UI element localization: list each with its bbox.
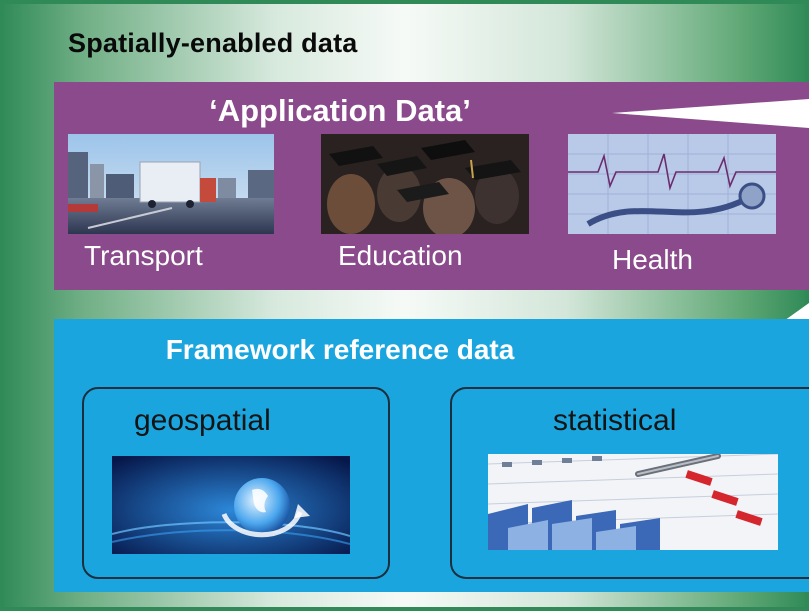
transport-label: Transport xyxy=(84,240,203,271)
health-stethoscope-photo-icon xyxy=(568,134,776,234)
framework-reference-title: Framework reference data xyxy=(165,334,515,365)
callout-pointer-top xyxy=(612,99,809,128)
slide-title: Spatially-enabled data xyxy=(68,28,358,58)
graduation-photo-icon xyxy=(321,134,529,234)
geospatial-label: geospatial xyxy=(134,404,271,437)
health-label: Health xyxy=(612,244,693,275)
statistical-label: statistical xyxy=(553,404,677,437)
globe-photo-icon xyxy=(112,456,350,554)
statistics-chart-photo-icon xyxy=(488,454,778,550)
application-data-title: ‘Application Data’ xyxy=(209,93,471,128)
education-label: Education xyxy=(338,240,463,271)
transport-photo-icon xyxy=(68,134,274,234)
